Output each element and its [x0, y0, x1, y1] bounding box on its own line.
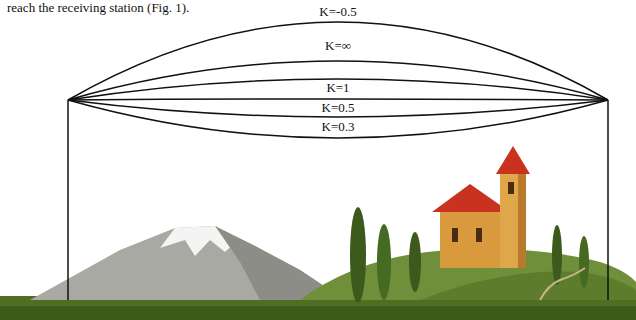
ray-path	[68, 99, 608, 100]
church-roof	[432, 184, 510, 212]
hill-front	[420, 272, 636, 300]
ray-path	[68, 79, 608, 100]
church-window	[476, 228, 482, 242]
tower-window	[508, 182, 514, 194]
mountain	[30, 226, 345, 300]
cypress-tree	[409, 232, 421, 292]
tower-roof	[496, 146, 530, 174]
ground-shade	[0, 306, 636, 320]
ray-path	[68, 61, 608, 100]
church-tower	[500, 172, 526, 268]
k-factor-label: K=1	[323, 81, 352, 95]
cypress-tree	[579, 236, 589, 288]
church-window	[452, 228, 458, 242]
caption-fragment: reach the receiving station (Fig. 1).	[4, 1, 192, 15]
k-factor-label: K=∞	[322, 39, 354, 53]
k-factor-label: K=0.3	[319, 120, 358, 134]
ray-path	[68, 100, 608, 117]
antenna-mast	[607, 100, 609, 300]
antenna-mast	[67, 100, 69, 300]
path	[540, 268, 585, 300]
tower-shade	[518, 172, 526, 268]
ray-path	[68, 100, 608, 138]
k-factor-label: K=-0.5	[316, 5, 359, 19]
ray-path	[68, 22, 608, 100]
church-nave	[440, 210, 500, 268]
cypress-tree	[350, 207, 366, 303]
k-factor-label: K=0.5	[319, 101, 358, 115]
cypress-tree	[377, 224, 391, 300]
cypress-tree	[552, 225, 562, 285]
